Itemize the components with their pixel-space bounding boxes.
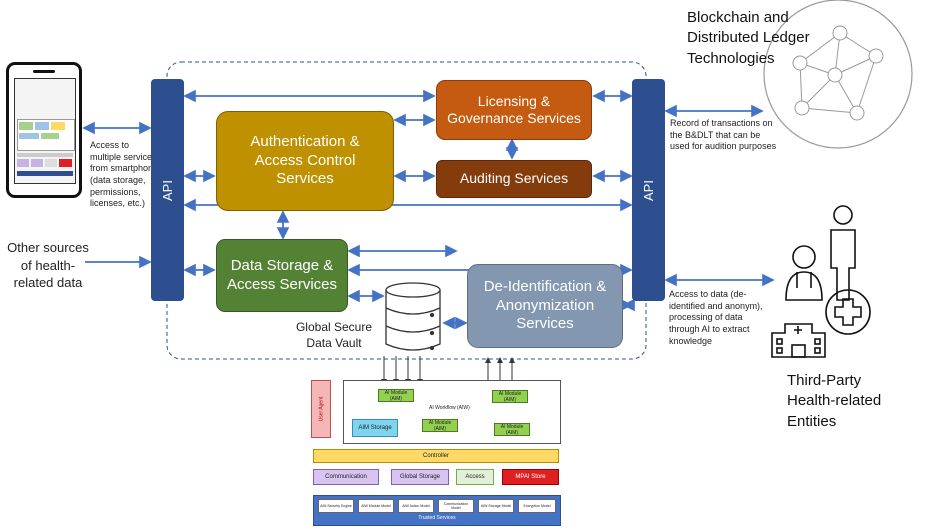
ai-workflow-label: AI Workflow (AIW) (429, 405, 470, 411)
deidentification-anonymization-services[interactable]: De-Identification & Anonymization Servic… (467, 264, 623, 348)
data-storage-access-services[interactable]: Data Storage & Access Services (216, 239, 348, 312)
smartphone-access-note: Access to multiple services from smartph… (90, 140, 159, 209)
trusted-item-2[interactable]: AIW Module Model (358, 499, 394, 513)
other-sources-note: Other sources of health-related data (7, 240, 89, 291)
api-left-label: API (160, 179, 175, 201)
deid-label: De-Identification & Anonymization Servic… (483, 277, 607, 333)
aim-storage[interactable]: AIM Storage (352, 419, 398, 437)
aim-module-1[interactable]: AI Module (AIM) (378, 389, 414, 402)
controller[interactable]: Controller (313, 449, 559, 463)
blockchain-network-icon (763, 0, 913, 149)
api-right-label: API (641, 179, 656, 201)
blockchain-title: Blockchain and Distributed Ledger Techno… (687, 9, 810, 67)
api-left[interactable]: API (151, 79, 184, 301)
smartphone-icon (6, 62, 82, 198)
auditing-label: Auditing Services (459, 170, 569, 187)
trusted-item-4[interactable]: Communication Model (438, 499, 474, 513)
trusted-item-1[interactable]: AIM Security Engine (318, 499, 354, 513)
user-agent[interactable]: User Agent (311, 380, 331, 438)
aim-module-3[interactable]: AI Module (AIM) (422, 419, 458, 432)
platform-boundary (166, 61, 647, 360)
storage-label: Data Storage & Access Services (226, 256, 338, 293)
access[interactable]: Access (456, 469, 494, 485)
record-note: Record of transactions on the B&DLT that… (670, 118, 777, 152)
licensing-governance-services[interactable]: Licensing & Governance Services (436, 80, 592, 140)
trusted-services: AIM Security Engine AIW Module Model AIW… (313, 495, 561, 526)
ai-workflow: AI Module (AIM) AI Module (AIM) AI Modul… (343, 380, 561, 444)
auditing-services[interactable]: Auditing Services (436, 160, 592, 198)
licensing-label: Licensing & Governance Services (447, 92, 581, 127)
auth-access-control-services[interactable]: Authentication & Access Control Services (216, 111, 394, 211)
trusted-item-5[interactable]: AIW Storage Model (478, 499, 514, 513)
mpai-store[interactable]: MPAI Store (502, 469, 559, 485)
third-party-entities-icon (771, 205, 871, 358)
api-right[interactable]: API (632, 79, 665, 301)
aim-module-2[interactable]: AI Module (AIM) (492, 390, 528, 403)
communication[interactable]: Communication (313, 469, 379, 485)
trusted-item-6[interactable]: Encryption Model (518, 499, 556, 513)
auth-label: Authentication & Access Control Services (250, 132, 360, 188)
trusted-services-label: Trusted Services (418, 515, 456, 521)
data-vault-icon (385, 282, 441, 351)
third-party-title: Third-Party Health-related Entities (787, 372, 882, 430)
trusted-item-3[interactable]: AIW Action Model (398, 499, 434, 513)
vault-label: Global Secure Data Vault (295, 320, 373, 350)
smartphone-screen (14, 78, 76, 184)
aim-module-4[interactable]: AI Module (AIM) (494, 423, 530, 436)
access-note: Access to data (de-identified and anonym… (669, 289, 763, 346)
global-storage[interactable]: Global Storage (391, 469, 449, 485)
mpai-framework: User Agent AI Module (AIM) AI Module (AI… (311, 380, 561, 526)
